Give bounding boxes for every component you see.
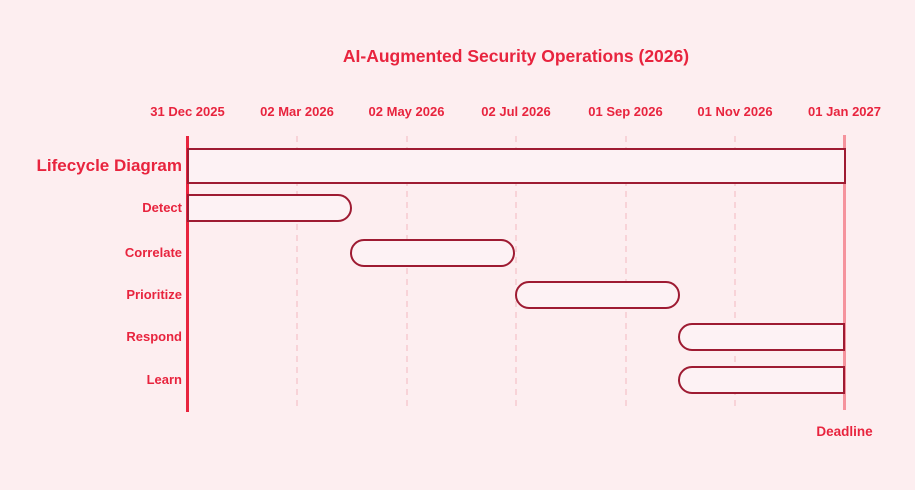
bar-correlate xyxy=(349,239,516,267)
row-label-lifecycle-diagram: Lifecycle Diagram xyxy=(36,156,182,175)
gridline xyxy=(296,136,298,410)
axis-tick-01-nov-2026: 01 Nov 2026 xyxy=(697,104,773,119)
gridline xyxy=(624,136,627,410)
axis-start-line xyxy=(186,136,189,412)
axis-tick-01-sep-2026: 01 Sep 2026 xyxy=(588,104,663,119)
bar-learn xyxy=(678,366,846,394)
row-label-detect: Detect xyxy=(142,200,182,215)
row-label-learn: Learn xyxy=(146,372,182,387)
deadline-line xyxy=(843,135,846,410)
bar-respond xyxy=(678,323,846,351)
bar-prioritize xyxy=(515,281,681,309)
gridline xyxy=(405,136,408,410)
axis-tick-02-mar-2026: 02 Mar 2026 xyxy=(260,104,334,119)
axis-tick-02-jul-2026: 02 Jul 2026 xyxy=(481,104,551,119)
axis-tick-01-jan-2027: 01 Jan 2027 xyxy=(807,104,882,119)
gridline xyxy=(734,136,736,410)
axis-tick-31-dec-2025: 31 Dec 2025 xyxy=(150,104,225,119)
row-label-respond: Respond xyxy=(126,329,182,344)
deadline-label: Deadline xyxy=(816,424,873,439)
bar-lifecycle-diagram xyxy=(186,148,846,184)
chart-title: AI-Augmented Security Operations (2026) xyxy=(342,46,690,66)
bar-detect xyxy=(186,194,352,222)
row-label-prioritize: Prioritize xyxy=(126,287,182,302)
axis-tick-02-may-2026: 02 May 2026 xyxy=(368,104,445,119)
row-label-correlate: Correlate xyxy=(124,245,182,260)
gridline xyxy=(515,136,517,410)
